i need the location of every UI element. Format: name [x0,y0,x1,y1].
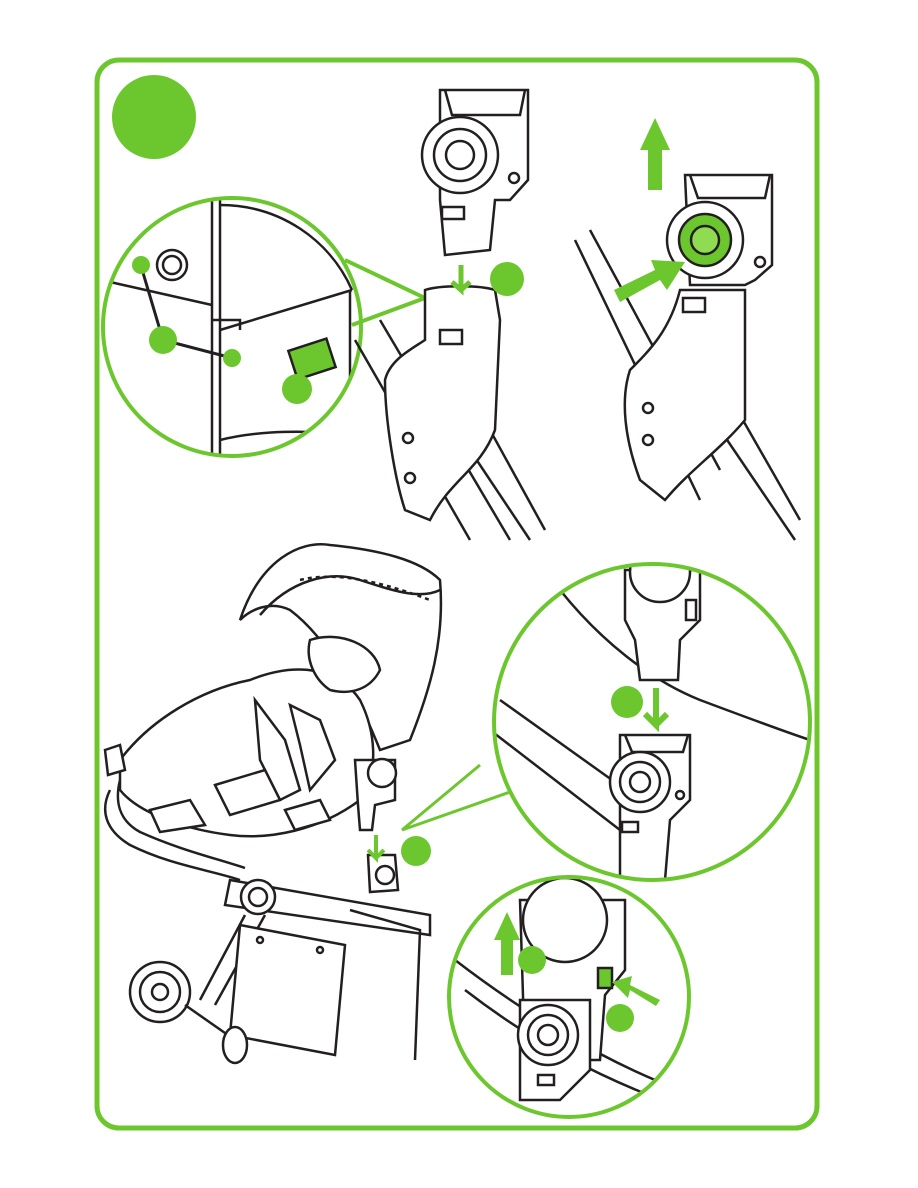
up-arrow-icon [494,912,520,975]
step-dot [149,326,177,354]
step-dot [223,349,241,367]
step-dot [282,374,312,404]
step-dot [518,946,546,974]
press-arrow-icon [614,260,685,302]
step-dot [606,1004,634,1032]
car-seat-attach-detail [490,542,810,880]
up-arrow-icon [640,118,670,190]
step-dot [490,262,524,296]
down-arrow-icon [452,265,470,290]
down-arrow-icon [645,688,667,725]
adapter-insert-detail [103,195,425,470]
adapter-release-drawing [575,175,800,540]
press-arrow-icon [612,976,660,1006]
step-dot [401,836,431,866]
car-seat-remove-detail [449,877,690,1117]
down-arrow-icon [368,835,384,858]
step-marker [112,75,196,159]
step-dot [132,256,150,274]
car-seat-on-stroller [105,544,441,1063]
step-dot [611,686,643,718]
